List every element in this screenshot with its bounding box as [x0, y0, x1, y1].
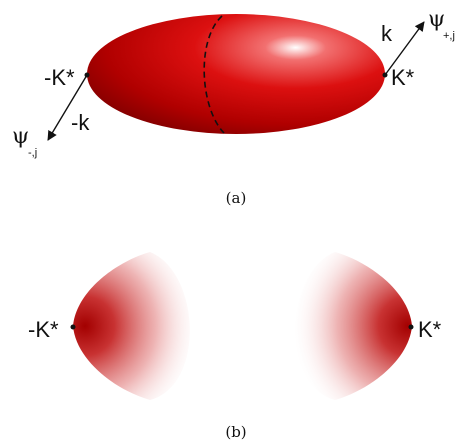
svg-text:ψ: ψ: [12, 124, 29, 149]
left-point-label-b: -K*: [28, 317, 59, 342]
panel-a-caption: (a): [226, 189, 247, 207]
panel-b-caption: (b): [225, 423, 246, 441]
ellipsoid: [87, 14, 385, 134]
dashed-meridian: [203, 15, 225, 134]
left-cap-region: [73, 252, 190, 400]
left-vector-arrow: [47, 74, 88, 141]
svg-text:ψ: ψ: [428, 7, 445, 32]
panel-a: -K* K* -k k ψ +,j ψ -,j (a): [12, 7, 455, 207]
panel-b: -K* K* (b): [28, 252, 442, 441]
left-vector-label: -k: [71, 110, 90, 135]
svg-text:-,j: -,j: [28, 147, 37, 159]
left-point-marker-b: [70, 324, 76, 330]
right-wavefunction-label: ψ +,j: [428, 7, 455, 42]
right-vector-label: k: [381, 21, 393, 46]
left-wavefunction-label: ψ -,j: [12, 124, 37, 159]
svg-text:+,j: +,j: [443, 30, 455, 42]
right-vector-arrow: [384, 21, 425, 76]
left-point-label: -K*: [44, 65, 75, 90]
right-point-marker-b: [408, 324, 414, 330]
right-point-label: K*: [391, 65, 415, 90]
right-point-label-b: K*: [418, 317, 442, 342]
right-cap-region: [295, 252, 412, 400]
